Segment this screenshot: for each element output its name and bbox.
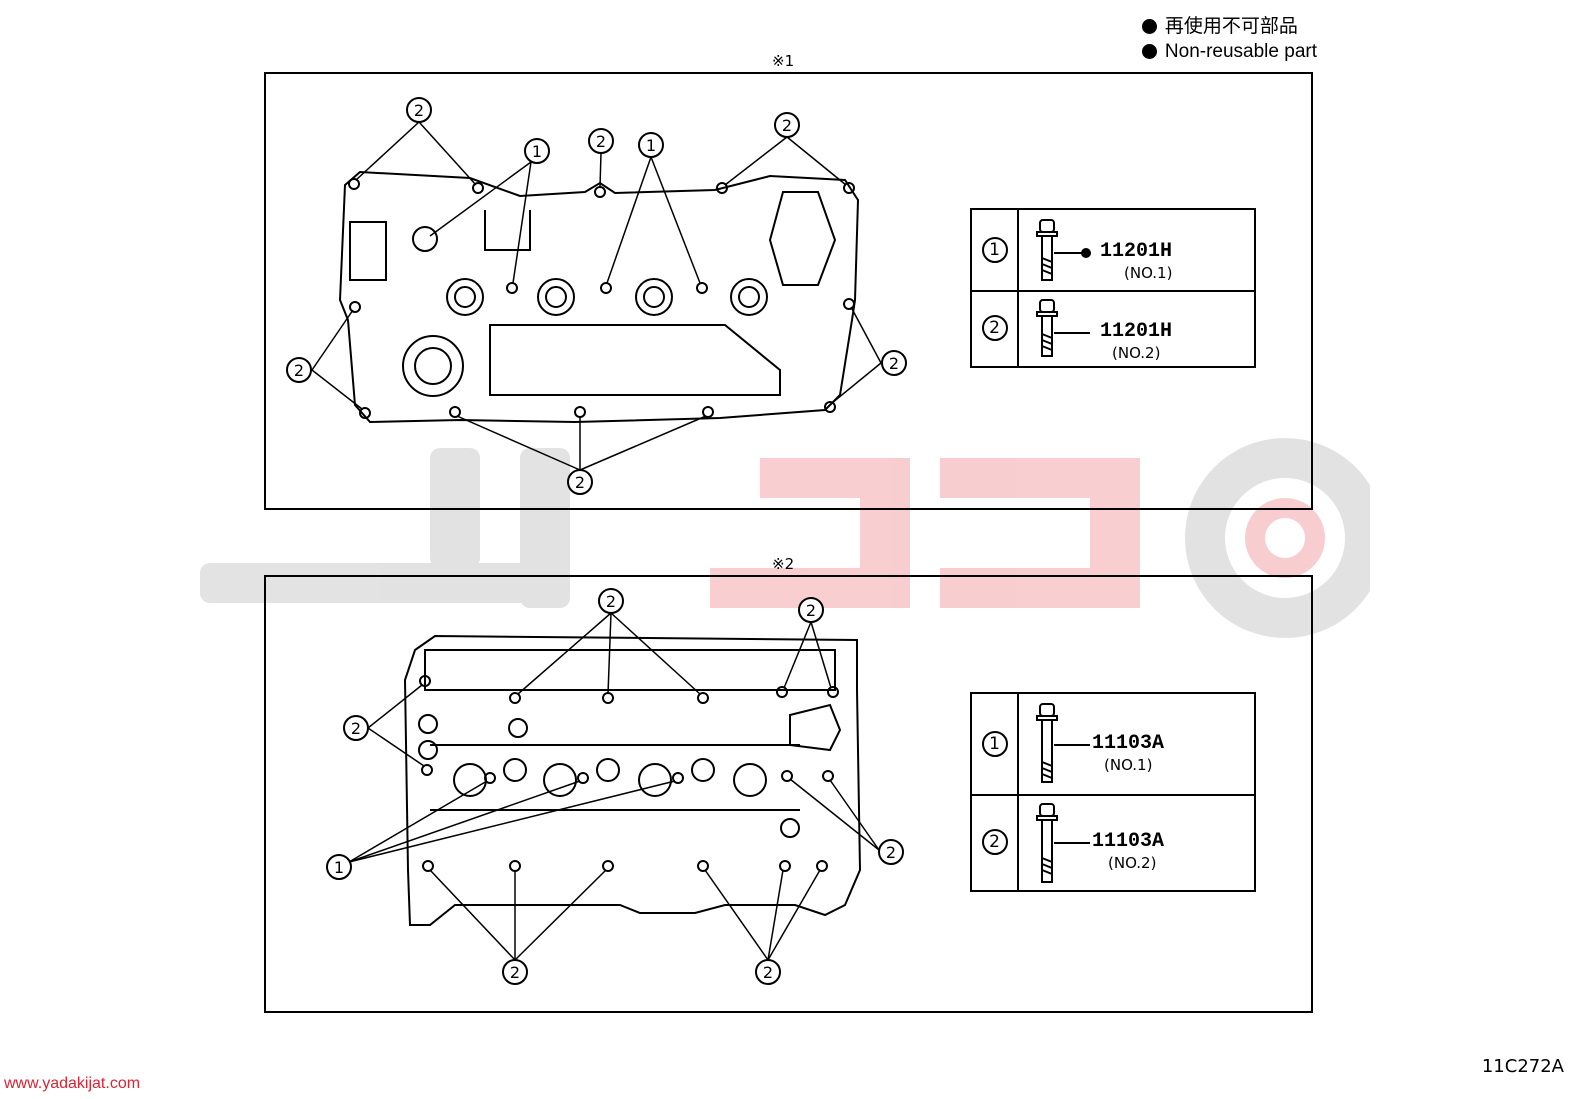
- table-row: 2 11103A (NO.2): [972, 794, 1254, 890]
- part-sub: (NO.2): [1108, 854, 1157, 872]
- callout-2: 2: [567, 469, 593, 495]
- table-row: 1 11201H (NO.1): [972, 210, 1254, 292]
- svg-text:2: 2: [606, 592, 616, 611]
- index-circle: 1: [981, 237, 1008, 263]
- svg-text:2: 2: [510, 963, 520, 982]
- legend-row-en: Non-reusable part: [1141, 39, 1317, 64]
- svg-text:2: 2: [886, 843, 896, 862]
- svg-text:2: 2: [596, 132, 606, 151]
- part-number: 11201H: [1100, 240, 1173, 263]
- panel-1-label: ※1: [772, 52, 795, 70]
- callout-2: 2: [598, 588, 624, 614]
- panel2-ports: [418, 714, 800, 838]
- svg-text:2: 2: [414, 101, 424, 120]
- part-number: 11103A: [1092, 830, 1165, 853]
- index-circle: 1: [981, 731, 1008, 757]
- site-link[interactable]: www.yadakijat.com: [4, 1075, 141, 1092]
- table-row: 1 11103A (NO.1): [972, 694, 1254, 796]
- cam-housing-outline: [338, 170, 860, 424]
- legend-row-ja: 再使用不可部品: [1141, 14, 1317, 39]
- svg-text:2: 2: [575, 473, 585, 492]
- callout-2: 2: [774, 112, 800, 138]
- panel2-parts-table: 1 11103A (NO.1) 2 11103A (NO.2): [970, 692, 1256, 892]
- legend: 再使用不可部品 Non-reusable part: [1141, 14, 1317, 64]
- callout-1: 1: [326, 854, 352, 880]
- callout-2: 2: [588, 128, 614, 154]
- svg-text:2: 2: [294, 361, 304, 380]
- panel-2-label: ※2: [772, 555, 795, 573]
- bolt-icon: [1036, 299, 1058, 357]
- panel2-leaders: [348, 612, 880, 961]
- part-sub: (NO.1): [1104, 756, 1153, 774]
- legend-en: Non-reusable part: [1164, 41, 1317, 62]
- callout-2: 2: [798, 597, 824, 623]
- part-number: 11103A: [1092, 732, 1165, 755]
- callout-2: 2: [755, 959, 781, 985]
- callout-2: 2: [878, 839, 904, 865]
- svg-text:1: 1: [334, 858, 344, 877]
- cylinder-head-outline: [403, 634, 862, 926]
- bolt-icon: [1036, 219, 1058, 281]
- bullet-icon: [1141, 19, 1157, 34]
- panel-cam-housing: [264, 72, 1313, 510]
- svg-text:1: 1: [532, 142, 542, 161]
- oil-fill-hole: [412, 226, 438, 252]
- bolt-icon: [1036, 803, 1058, 883]
- index-circle: 2: [981, 315, 1008, 341]
- legend-ja: 再使用不可部品: [1164, 16, 1298, 37]
- callout-2: 2: [343, 715, 369, 741]
- part-sub: (NO.1): [1124, 264, 1173, 282]
- svg-text:2: 2: [889, 354, 899, 373]
- svg-text:2: 2: [763, 963, 773, 982]
- cam-cap-window: [349, 221, 387, 281]
- panel-cylinder-head: [264, 575, 1313, 1013]
- panel1-bolts: [348, 178, 855, 419]
- svg-text:2: 2: [351, 719, 361, 738]
- callout-2: 2: [406, 97, 432, 123]
- svg-text:1: 1: [646, 136, 656, 155]
- part-sub: (NO.2): [1112, 344, 1161, 362]
- index-circle: 2: [981, 829, 1008, 855]
- panel2-bolts: [419, 675, 839, 872]
- callout-1: 1: [524, 138, 550, 164]
- bolt-icon: [1036, 703, 1058, 783]
- table-row: 2 11201H (NO.2): [972, 290, 1254, 366]
- part-number: 11201H: [1100, 320, 1173, 343]
- callout-2: 2: [286, 357, 312, 383]
- figure-code: 11C272A: [1481, 1056, 1564, 1077]
- callout-2: 2: [502, 959, 528, 985]
- panel1-parts-table: 1 11201H (NO.1) 2 11201H (NO.2): [970, 208, 1256, 368]
- panel1-leaders: [311, 121, 882, 471]
- svg-text:2: 2: [806, 601, 816, 620]
- callout-1: 1: [638, 132, 664, 158]
- bullet-icon: [1141, 44, 1157, 59]
- svg-text:2: 2: [782, 116, 792, 135]
- callout-2: 2: [881, 350, 907, 376]
